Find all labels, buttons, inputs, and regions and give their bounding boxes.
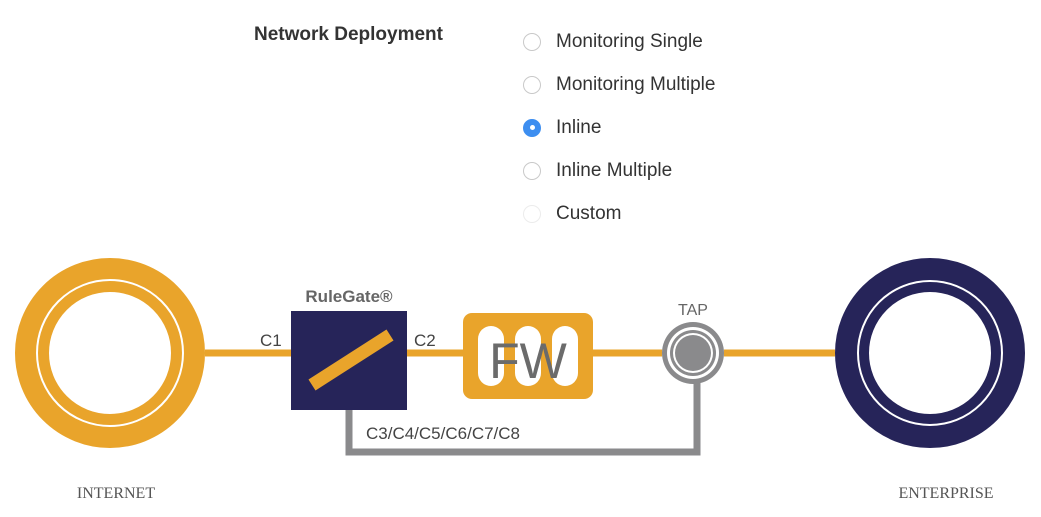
- network-deployment-radio-group: Monitoring Single Monitoring Multiple In…: [523, 20, 715, 235]
- tap-core-icon: [675, 335, 711, 371]
- firewall-label: FW: [489, 333, 568, 389]
- network-deployment-label: Network Deployment: [254, 24, 443, 45]
- monitor-ports-label: C3/C4/C5/C6/C7/C8: [366, 424, 520, 443]
- radio-label: Inline: [556, 116, 602, 138]
- firewall-slot: [515, 326, 541, 386]
- enterprise-ring-divider: [857, 280, 1003, 426]
- enterprise-node: [835, 258, 1025, 448]
- radio-button-selected[interactable]: [523, 118, 541, 137]
- radio-label: Monitoring Single: [556, 30, 703, 52]
- radio-option-custom[interactable]: Custom: [523, 192, 715, 235]
- monitor-link-line: [345, 380, 701, 456]
- radio-label: Monitoring Multiple: [556, 73, 716, 95]
- radio-option-inline[interactable]: Inline: [523, 106, 715, 149]
- enterprise-label: ENTERPRISE: [898, 485, 993, 502]
- radio-option-inline-multiple[interactable]: Inline Multiple: [523, 149, 715, 192]
- tap-label: TAP: [678, 302, 708, 319]
- tap-device: [662, 322, 724, 384]
- rulegate-switch-icon: [308, 329, 394, 391]
- firewall-slot: [552, 326, 578, 386]
- enterprise-ring-icon: [835, 258, 1025, 448]
- rulegate-device: [291, 311, 407, 410]
- firewall-device: FW: [463, 313, 593, 399]
- firewall-slot: [478, 326, 504, 386]
- radio-button[interactable]: [523, 32, 541, 51]
- radio-button-disabled[interactable]: [523, 204, 541, 223]
- internet-label: INTERNET: [77, 485, 155, 502]
- radio-option-monitoring-single[interactable]: Monitoring Single: [523, 20, 715, 63]
- radio-button[interactable]: [523, 161, 541, 180]
- radio-label: Custom: [556, 202, 622, 224]
- radio-option-monitoring-multiple[interactable]: Monitoring Multiple: [523, 63, 715, 106]
- radio-button[interactable]: [523, 75, 541, 94]
- internet-ring-icon: [15, 258, 205, 448]
- internet-ring-divider: [36, 279, 184, 427]
- rulegate-label: RuleGate®: [305, 287, 393, 306]
- radio-label: Inline Multiple: [556, 159, 673, 181]
- c1-label: C1: [260, 331, 282, 350]
- c2-label: C2: [414, 331, 436, 350]
- internet-node: [15, 258, 205, 448]
